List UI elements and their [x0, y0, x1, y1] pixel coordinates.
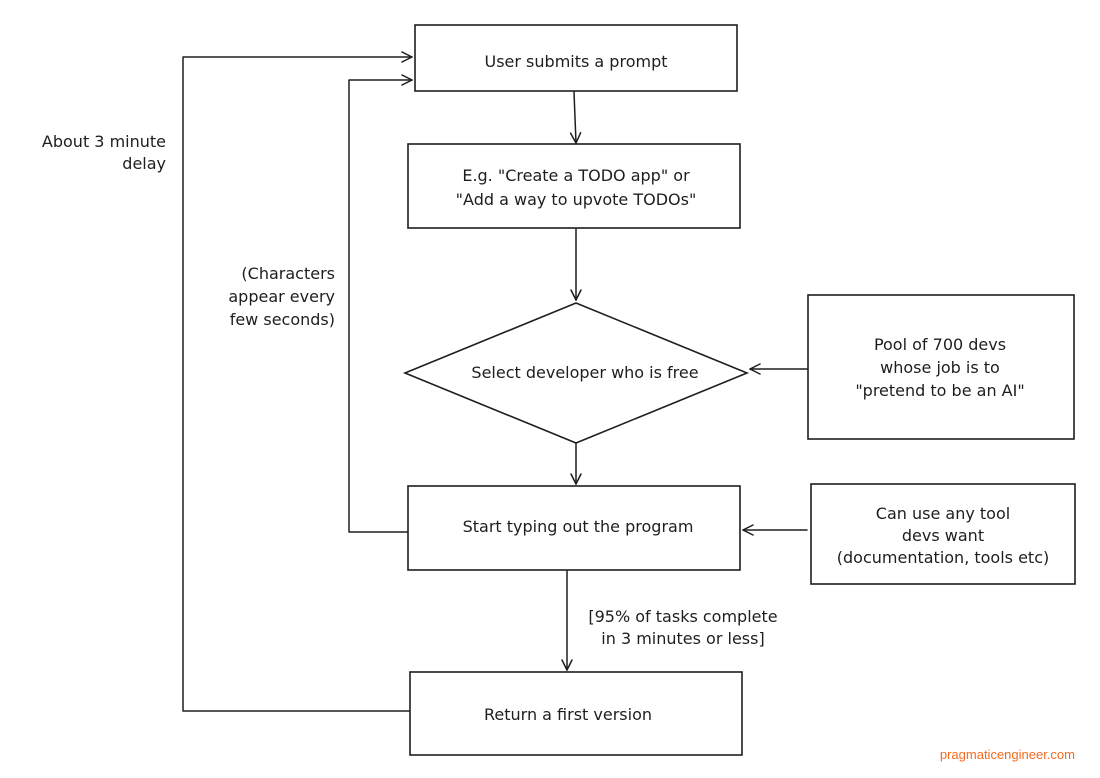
return-first-version-label: Return a first version: [484, 705, 652, 724]
start-typing-label: Start typing out the program: [463, 517, 694, 536]
watermark: pragmaticengineer.com: [939, 747, 1075, 762]
edge-typing-loop-to-prompt: [348, 74, 413, 533]
tools-node: Can use any tool devs want (documentatio…: [810, 483, 1076, 585]
select-developer-decision: Select developer who is free: [402, 302, 750, 444]
dev-pool-line-1: Pool of 700 devs: [874, 335, 1006, 354]
tasks-annotation: [95% of tasks complete in 3 minutes or l…: [588, 607, 777, 648]
return-first-version-node: Return a first version: [409, 671, 743, 756]
characters-annotation: (Characters appear every few seconds): [228, 264, 335, 329]
delay-line-1: About 3 minute: [42, 132, 166, 151]
dev-pool-line-2: whose job is to: [880, 358, 1000, 377]
characters-line-2: appear every: [228, 287, 335, 306]
characters-line-3: few seconds): [230, 310, 335, 329]
select-developer-label: Select developer who is free: [471, 363, 698, 382]
example-prompt-node: E.g. "Create a TODO app" or "Add a way t…: [407, 143, 741, 229]
example-prompt-line-2: "Add a way to upvote TODOs": [456, 190, 697, 209]
delay-annotation: About 3 minute delay: [42, 132, 166, 173]
delay-line-2: delay: [122, 154, 166, 173]
dev-pool-node: Pool of 700 devs whose job is to "preten…: [807, 294, 1075, 440]
dev-pool-line-3: "pretend to be an AI": [855, 381, 1024, 400]
tools-line-3: (documentation, tools etc): [837, 548, 1049, 567]
tasks-line-1: [95% of tasks complete: [588, 607, 777, 626]
start-typing-node: Start typing out the program: [407, 485, 741, 571]
tasks-line-2: in 3 minutes or less]: [601, 629, 764, 648]
tools-line-1: Can use any tool: [876, 504, 1010, 523]
characters-line-1: (Characters: [241, 264, 335, 283]
tools-line-2: devs want: [902, 526, 984, 545]
user-submits-node: User submits a prompt: [414, 24, 738, 92]
edge-return-loop-to-prompt: [182, 51, 413, 712]
user-submits-label: User submits a prompt: [485, 52, 668, 71]
example-prompt-line-1: E.g. "Create a TODO app" or: [462, 166, 690, 185]
edge-prompt-to-example: [569, 91, 582, 144]
